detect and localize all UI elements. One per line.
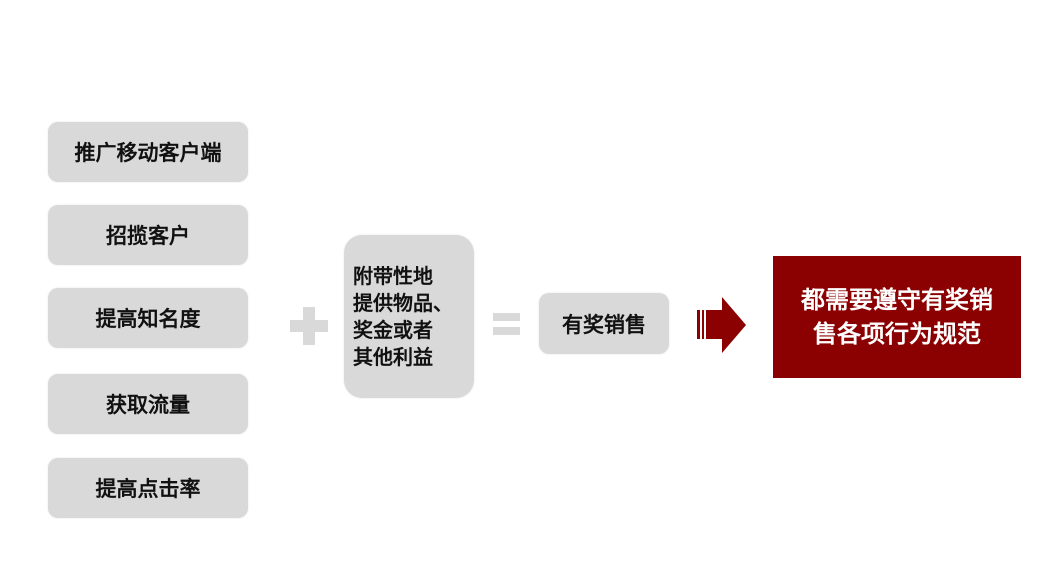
- equals-icon: [493, 313, 520, 335]
- condition-line: 奖金或者: [353, 317, 433, 342]
- purpose-box: 获取流量: [48, 374, 248, 434]
- purpose-box: 提高点击率: [48, 458, 248, 518]
- plus-icon: [290, 307, 328, 345]
- arrow-right-icon: [697, 297, 746, 353]
- condition-line: 提供物品、: [353, 290, 453, 315]
- condition-line: 其他利益: [353, 344, 433, 369]
- condition-box: 附带性地 提供物品、 奖金或者 其他利益: [344, 235, 474, 398]
- conclusion-line: 都需要遵守有奖销: [801, 286, 993, 314]
- conclusion-line: 售各项行为规范: [813, 320, 981, 348]
- purpose-box: 推广移动客户端: [48, 122, 248, 182]
- conclusion-box: 都需要遵守有奖销 售各项行为规范: [773, 256, 1021, 378]
- purpose-box: 招揽客户: [48, 205, 248, 265]
- purpose-box: 提高知名度: [48, 288, 248, 348]
- condition-line: 附带性地: [353, 263, 433, 288]
- result-box: 有奖销售: [539, 293, 669, 354]
